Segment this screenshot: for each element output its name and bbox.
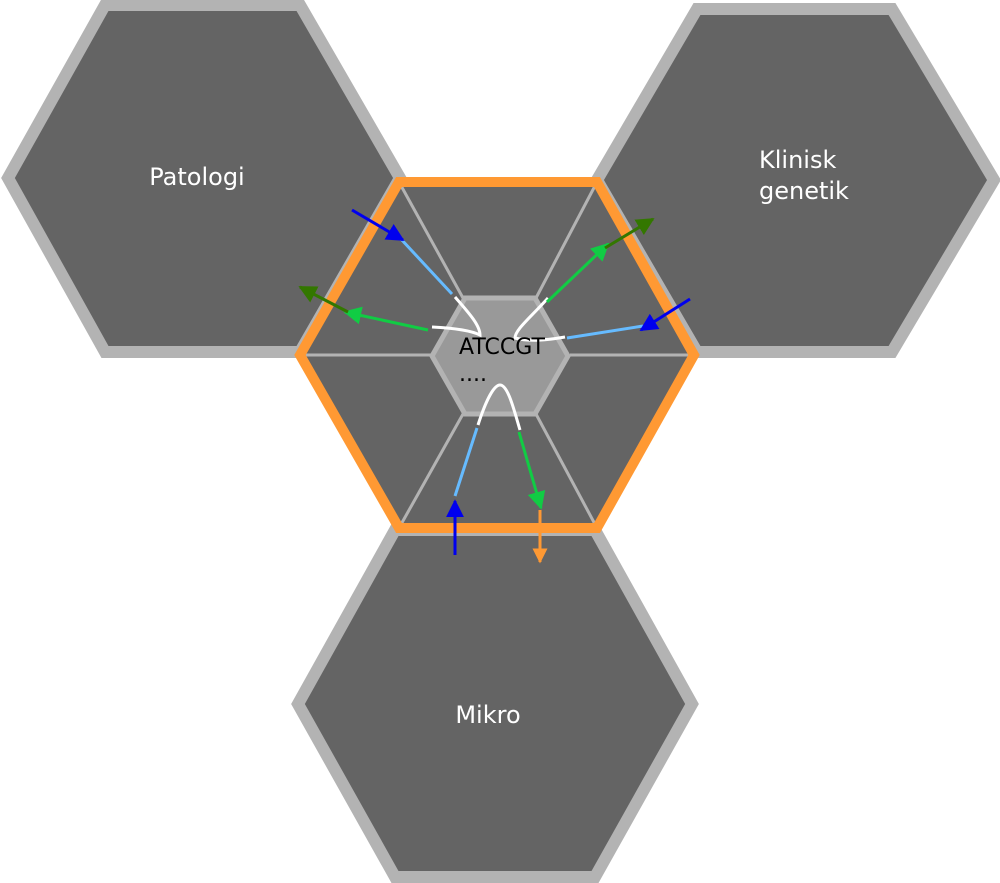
- patologi-outbound-arrow: [343, 306, 429, 332]
- patologi-inbound-arrow: [351, 208, 405, 242]
- klinisk-inbound-line: [566, 324, 644, 340]
- patologi-outbound-dark-arrow: [298, 285, 349, 314]
- sequence-ellipsis: ....: [459, 362, 487, 387]
- patologi-label: Patologi: [149, 163, 244, 191]
- klinisk-outbound-arrow: [545, 242, 610, 304]
- hub-spokes: [300, 181, 694, 529]
- mikro-inbound-line: [453, 427, 479, 497]
- klinisk-genetik-label-line1: Klinisk: [759, 146, 836, 174]
- patologi-inbound-line: [398, 236, 454, 296]
- klinisk-sample-link: [513, 296, 566, 342]
- klinisk-genetik-label-line2: genetik: [759, 177, 849, 205]
- klinisk-outbound-dark-arrow: [604, 217, 655, 250]
- patologi-sample-link: [431, 296, 482, 338]
- mikro-label: Mikro: [455, 701, 520, 729]
- mikro-sample-link: [476, 383, 522, 431]
- sample-links: [431, 296, 566, 431]
- inbound-flows: [351, 208, 691, 555]
- sequence-label: ATCCGT: [459, 335, 545, 360]
- highlight-border: [294, 177, 700, 533]
- mikro-outbound-arrow: [517, 431, 546, 510]
- outbound-flows: [298, 217, 655, 564]
- klinisk-inbound-arrow: [639, 297, 691, 332]
- sequence-core-hexagon: [429, 295, 571, 417]
